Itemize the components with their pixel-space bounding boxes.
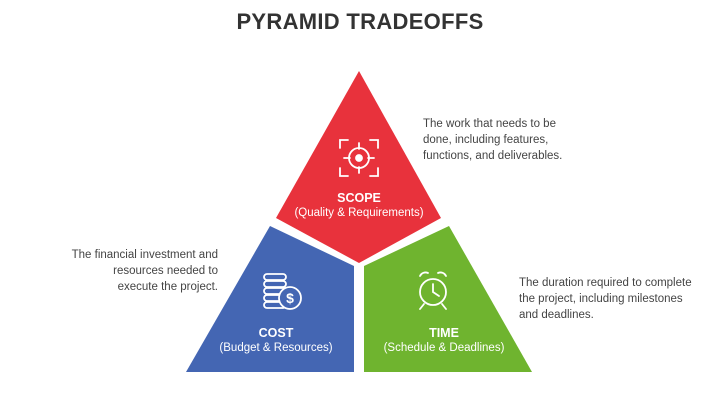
time-description: The duration required to complete the pr… [519, 277, 692, 321]
alarm-clock-icon [419, 271, 447, 310]
cost-subtitle: (Budget & Resources) [219, 342, 333, 354]
time-name: TIME [429, 326, 459, 340]
scope-description: The work that needs to be done, includin… [423, 118, 563, 162]
cost-segment [186, 226, 354, 372]
cost-label: COST (Budget & Resources) [176, 326, 376, 356]
svg-text:$: $ [286, 290, 294, 306]
cost-description: The financial investment and resources n… [71, 249, 218, 293]
target-icon [339, 139, 379, 177]
cost-name: COST [258, 326, 294, 340]
time-subtitle: (Schedule & Deadlines) [383, 342, 505, 354]
scope-subtitle: (Quality & Requirements) [294, 207, 424, 219]
scope-label: SCOPE (Quality & Requirements) [259, 191, 459, 221]
time-segment [364, 226, 532, 372]
scope-name: SCOPE [337, 191, 381, 205]
page-title: PYRAMID TRADEOFFS [236, 9, 484, 34]
time-label: TIME (Schedule & Deadlines) [344, 326, 544, 356]
coins-dollar-icon: $ [263, 273, 302, 310]
